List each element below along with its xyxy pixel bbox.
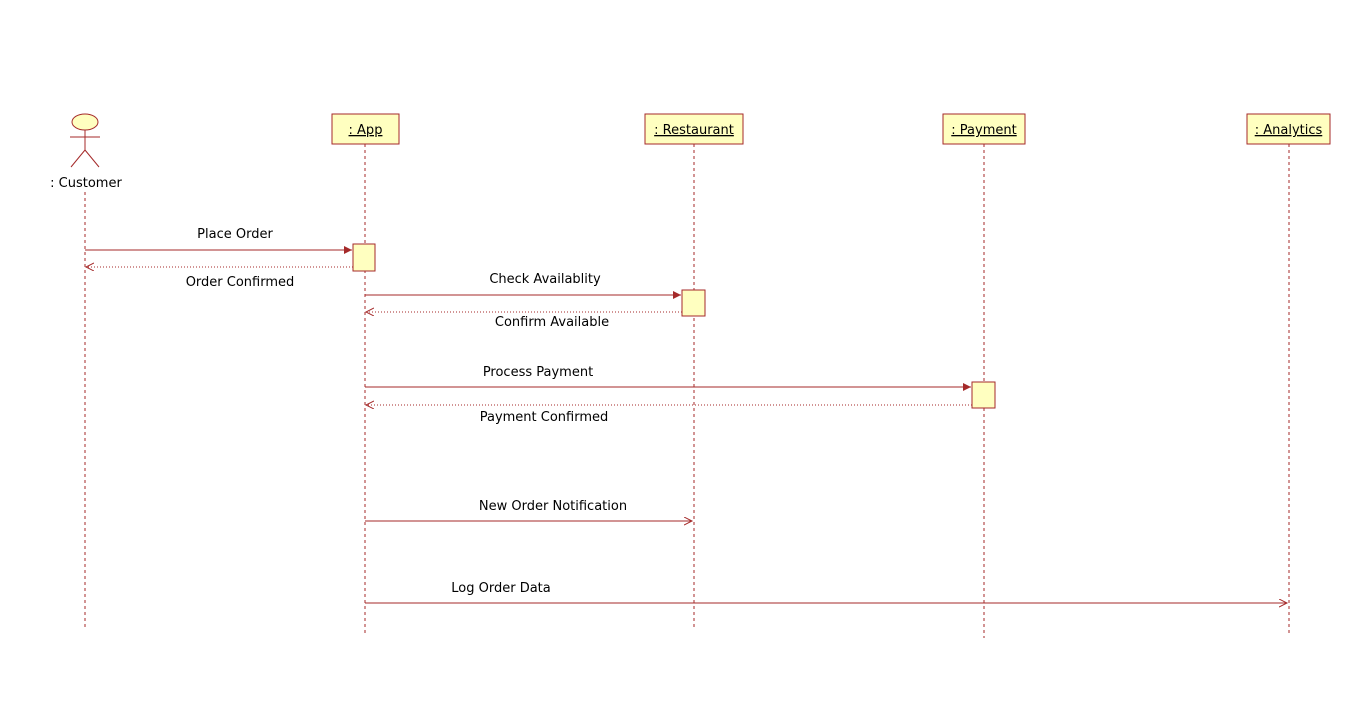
object-analytics: : Analytics <box>1246 113 1331 145</box>
participant-label-restaurant: : Restaurant <box>654 123 734 138</box>
message-label: New Order Notification <box>479 499 627 514</box>
message-new-order-notification: New Order Notification <box>365 499 692 521</box>
object-box <box>1246 113 1331 145</box>
participant-label-analytics: : Analytics <box>1255 123 1323 138</box>
activation-app <box>352 243 376 272</box>
object-box <box>644 113 744 145</box>
message-label: Check Availablity <box>489 272 601 287</box>
object-restaurant: : Restaurant <box>644 113 744 145</box>
activation-payment <box>971 381 996 409</box>
actor-left-leg <box>70 149 86 168</box>
message-label: Confirm Available <box>495 315 609 330</box>
message-label: Log Order Data <box>451 581 550 596</box>
actor-customer: : Customer <box>50 113 122 191</box>
message-order-confirmed: Order Confirmed <box>86 267 353 290</box>
participant-label-payment: : Payment <box>951 123 1016 138</box>
participant-label-app: : App <box>349 123 383 138</box>
message-place-order: Place Order <box>85 227 352 254</box>
object-payment: : Payment <box>942 113 1026 145</box>
actor-head <box>71 113 99 131</box>
message-label: Place Order <box>197 227 273 242</box>
message-payment-confirmed: Payment Confirmed <box>366 405 972 425</box>
message-check-availability: Check Availablity <box>365 272 681 299</box>
activation-restaurant <box>681 289 706 317</box>
message-confirm-available: Confirm Available <box>366 312 682 330</box>
participant-label-customer: : Customer <box>50 176 122 191</box>
message-label: Payment Confirmed <box>480 410 609 425</box>
object-box <box>331 113 400 145</box>
object-box <box>942 113 1026 145</box>
actor-right-leg <box>84 149 100 168</box>
message-log-order-data: Log Order Data <box>365 581 1287 603</box>
message-label: Process Payment <box>483 365 593 380</box>
message-label: Order Confirmed <box>186 275 295 290</box>
object-app: : App <box>331 113 400 145</box>
message-process-payment: Process Payment <box>365 365 971 391</box>
